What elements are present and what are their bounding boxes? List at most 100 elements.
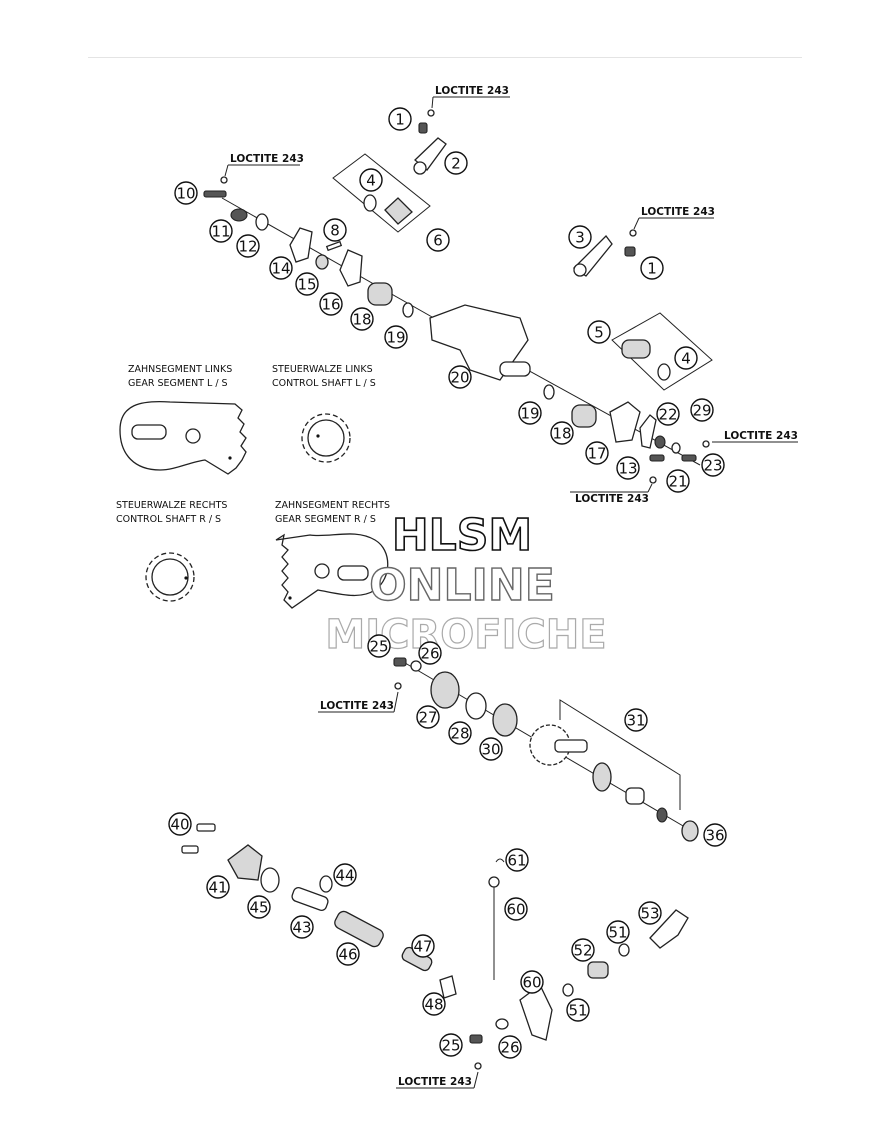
part-number-25: 25 <box>367 634 391 658</box>
detail-label-line2: GEAR SEGMENT L / S <box>128 378 228 389</box>
detail-label-line1: STEUERWALZE RECHTS <box>116 500 227 511</box>
part-number-label: 1 <box>395 111 405 129</box>
part-number-16: 16 <box>319 292 343 316</box>
part-number-label: 29 <box>692 402 711 420</box>
part-number-19: 19 <box>518 401 542 425</box>
part-bubble-circle <box>367 634 391 658</box>
part-bubble-circle <box>638 901 662 925</box>
part-number-51: 51 <box>566 998 590 1022</box>
watermark-line3: MICROFICHE <box>325 612 606 658</box>
part-bubble-circle <box>323 218 347 242</box>
detail-control-shaft-right: STEUERWALZE RECHTS CONTROL SHAFT R / S <box>116 500 227 602</box>
part-number-60: 60 <box>520 970 544 994</box>
part-number-26: 26 <box>498 1035 522 1059</box>
part-number-label: 4 <box>366 172 376 190</box>
lower-parts <box>181 823 689 1070</box>
part-number-label: 5 <box>594 324 604 342</box>
watermark: HLSM ONLINE MICROFICHE <box>325 509 607 658</box>
part-number-label: 11 <box>211 223 230 241</box>
part-number-21: 21 <box>666 469 690 493</box>
part-number-label: 20 <box>450 369 469 387</box>
part-number-13: 13 <box>616 456 640 480</box>
part-number-18: 18 <box>550 421 574 445</box>
part-number-2: 2 <box>444 151 468 175</box>
part-number-53: 53 <box>638 901 662 925</box>
part-bubble-circle <box>585 441 609 465</box>
part-number-label: 10 <box>176 185 195 203</box>
part-bubble-circle <box>418 641 442 665</box>
part-number-label: 47 <box>413 938 432 956</box>
part-number-29: 29 <box>690 398 714 422</box>
part-bubble-circle <box>505 848 529 872</box>
part-number-10: 10 <box>174 181 198 205</box>
part-bubble-circle <box>568 225 592 249</box>
part-number-label: 18 <box>552 425 571 443</box>
part-number-41: 41 <box>206 875 230 899</box>
part-bubble-circle <box>616 456 640 480</box>
detail-label-line2: CONTROL SHAFT L / S <box>272 378 376 389</box>
part-number-label: 2 <box>451 155 461 173</box>
part-number-label: 6 <box>433 232 443 250</box>
part-number-46: 46 <box>336 942 360 966</box>
part-bubble-circle <box>247 895 271 919</box>
part-number-label: 44 <box>335 867 354 885</box>
part-number-label: 15 <box>297 276 316 294</box>
part-number-28: 28 <box>448 721 472 745</box>
part-number-4: 4 <box>359 168 383 192</box>
part-bubble-circle <box>333 863 357 887</box>
part-number-60: 60 <box>504 897 528 921</box>
part-bubble-circle <box>411 934 435 958</box>
part-number-label: 30 <box>481 741 500 759</box>
part-number-3: 3 <box>568 225 592 249</box>
part-number-51: 51 <box>606 920 630 944</box>
part-number-label: 13 <box>618 460 637 478</box>
part-bubble-circle <box>359 168 383 192</box>
part-bubble-circle <box>388 107 412 131</box>
loctite-callout: LOCTITE 243 <box>641 206 715 218</box>
part-number-label: 8 <box>330 222 340 240</box>
part-number-label: 48 <box>424 996 443 1014</box>
part-number-label: 51 <box>568 1002 587 1020</box>
part-number-label: 28 <box>450 725 469 743</box>
part-bubble-circle <box>290 915 314 939</box>
part-number-label: 14 <box>271 260 290 278</box>
part-number-4: 4 <box>674 346 698 370</box>
middle-parts <box>393 657 699 842</box>
part-number-label: 51 <box>608 924 627 942</box>
part-number-61: 61 <box>505 848 529 872</box>
part-number-48: 48 <box>422 992 446 1016</box>
part-number-label: 61 <box>507 852 526 870</box>
part-number-label: 27 <box>418 709 437 727</box>
part-number-label: 53 <box>640 905 659 923</box>
part-number-26: 26 <box>418 641 442 665</box>
watermark-line2: ONLINE <box>369 560 555 611</box>
part-bubble-circle <box>674 346 698 370</box>
part-number-40: 40 <box>168 812 192 836</box>
loctite-callout: LOCTITE 243 <box>230 153 304 165</box>
part-number-label: 46 <box>338 946 357 964</box>
part-number-label: 16 <box>321 296 340 314</box>
part-number-17: 17 <box>585 441 609 465</box>
part-bubble-circle <box>350 307 374 331</box>
part-bubble-circle <box>701 453 725 477</box>
detail-label-line2: GEAR SEGMENT R / S <box>275 514 376 525</box>
loctite-callout: LOCTITE 243 <box>575 493 649 505</box>
part-number-label: 45 <box>249 899 268 917</box>
part-bubble-circle <box>336 942 360 966</box>
part-number-label: 36 <box>705 827 724 845</box>
part-number-6: 6 <box>426 228 450 252</box>
part-number-label: 40 <box>170 816 189 834</box>
detail-label-line1: ZAHNSEGMENT RECHTS <box>275 500 390 511</box>
loctite-callout: LOCTITE 243 <box>320 700 394 712</box>
part-number-8: 8 <box>323 218 347 242</box>
part-bubble-circle <box>703 823 727 847</box>
part-number-label: 43 <box>292 919 311 937</box>
upper-parts <box>203 109 710 484</box>
part-number-23: 23 <box>701 453 725 477</box>
part-number-label: 25 <box>369 638 388 656</box>
part-bubble-circle <box>416 705 440 729</box>
part-number-14: 14 <box>269 256 293 280</box>
part-bubble-circle <box>640 256 664 280</box>
part-number-30: 30 <box>479 737 503 761</box>
